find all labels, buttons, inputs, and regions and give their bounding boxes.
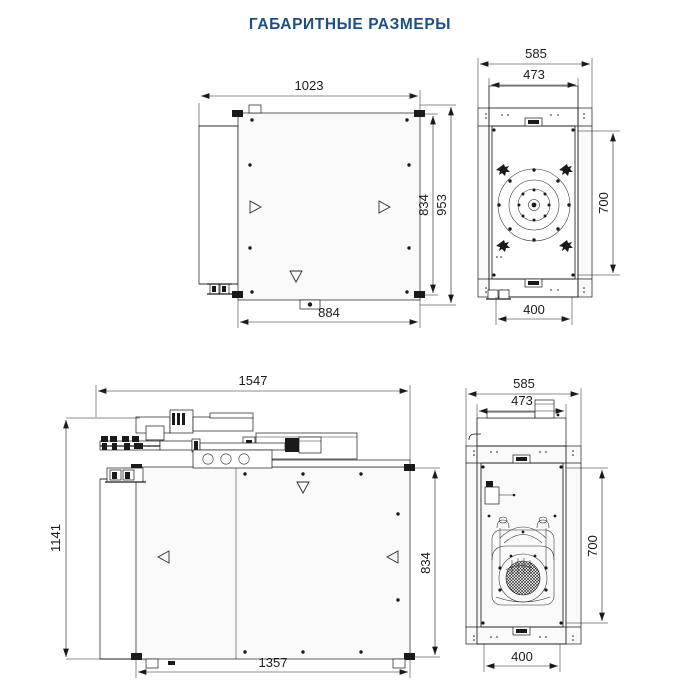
triangle-right-marker	[157, 550, 170, 564]
elev-machinery	[99, 409, 322, 483]
dimension-585-top-label: 585	[525, 46, 547, 61]
triangle-left-marker	[249, 200, 262, 214]
dimension-834-plan: 834	[416, 113, 438, 296]
dimension-884-label: 884	[318, 305, 340, 320]
triangle-right-marker	[386, 550, 399, 564]
dimension-834-elev-label: 834	[418, 552, 433, 574]
compressor-assembly	[491, 516, 555, 606]
dimension-473-top-label: 473	[523, 67, 545, 82]
triangle-down-marker	[296, 481, 310, 494]
dimension-400-top: 400	[495, 297, 573, 325]
triangle-left-marker	[378, 200, 391, 214]
dimension-400-bottom: 400	[483, 644, 561, 672]
end-top-body	[477, 85, 593, 300]
top-plan-view: 1023 884 834 953	[198, 78, 456, 328]
dimension-473-bottom-label: 473	[511, 393, 533, 408]
dimension-585-bottom: 585	[465, 376, 582, 446]
fan-assembly-top	[496, 164, 573, 252]
plan-main-body	[232, 104, 425, 310]
dimension-953: 953	[420, 104, 456, 306]
elev-main-body	[131, 432, 415, 669]
dimension-953-label: 953	[434, 194, 449, 216]
dimension-834-plan-label: 834	[416, 194, 431, 216]
dimension-1023: 1023	[198, 78, 421, 126]
front-elevation-view: 1547 1357 1141 834	[48, 373, 440, 678]
end-bottom-body	[465, 399, 582, 645]
plan-left-panel	[198, 125, 239, 295]
dimension-1357: 1357	[135, 655, 411, 678]
dimension-473-top: 473	[488, 67, 579, 108]
dimension-700-top-label: 700	[596, 192, 611, 214]
end-view-bottom: 585 473 700 400	[465, 376, 608, 672]
dimension-473-bottom: 473	[476, 393, 567, 446]
end-view-top: 585 473 700 400	[477, 46, 620, 325]
dimension-400-top-label: 400	[523, 302, 545, 317]
dimension-585-top: 585	[477, 46, 593, 108]
mounting-bracket	[496, 164, 573, 252]
dimension-700-bottom: 700	[566, 467, 608, 624]
dimension-1547-label: 1547	[239, 373, 268, 388]
dimension-884: 884	[237, 300, 421, 328]
triangle-down-marker	[289, 270, 303, 283]
dimension-700-top: 700	[578, 130, 620, 276]
dimension-1547: 1547	[95, 373, 411, 460]
dimension-1141: 1141	[48, 417, 140, 660]
dimension-834-elev: 834	[410, 467, 440, 658]
page-title: ГАБАРИТНЫЕ РАЗМЕРЫ	[248, 16, 452, 33]
dimension-585-bottom-label: 585	[513, 376, 535, 391]
dimension-1141-label: 1141	[48, 524, 63, 552]
dimension-1023-label: 1023	[295, 78, 324, 93]
dimension-1357-label: 1357	[259, 655, 288, 670]
dimension-400-bottom-label: 400	[511, 649, 533, 664]
dimension-700-bottom-label: 700	[585, 535, 600, 557]
